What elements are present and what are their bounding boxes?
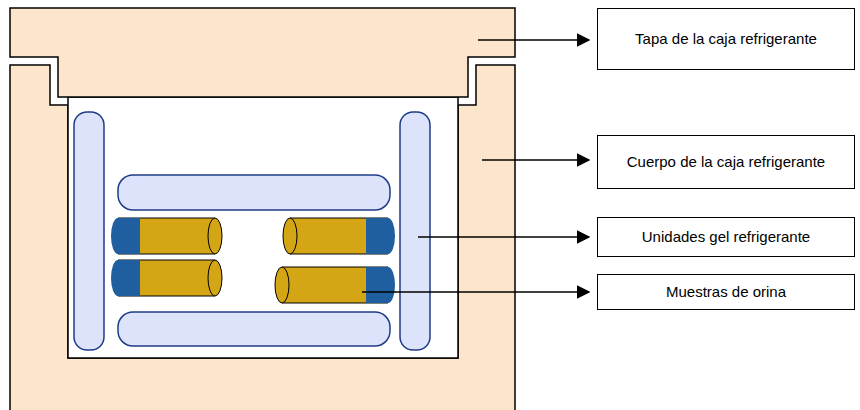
- gel-unit: [74, 112, 104, 350]
- label-box: Unidades gel refrigerante: [597, 217, 855, 257]
- gel-unit: [118, 312, 390, 346]
- tube-end: [208, 260, 222, 296]
- tube-end: [275, 267, 289, 303]
- tube-end: [283, 218, 297, 254]
- leader-lines: [362, 40, 589, 292]
- sample-tube: [283, 218, 395, 254]
- tube-cap: [111, 260, 140, 296]
- cooler-cavity: [68, 97, 458, 358]
- leader-line: [478, 39, 589, 41]
- gel-unit: [400, 112, 430, 350]
- sample-tube: [275, 267, 395, 303]
- leader-line: [482, 159, 589, 161]
- tube-cap: [366, 267, 395, 303]
- gel-units: [74, 112, 430, 350]
- label-box: Cuerpo de la caja refrigerante: [597, 135, 855, 189]
- tube-cap: [111, 218, 140, 254]
- cooler-lid: [10, 8, 515, 97]
- label-text: Muestras de orina: [660, 283, 792, 301]
- leader-line: [418, 236, 589, 238]
- gel-unit: [118, 175, 390, 210]
- label-text: Tapa de la caja refrigerante: [629, 30, 823, 48]
- tube-end: [208, 218, 222, 254]
- sample-tube: [111, 218, 222, 254]
- urine-samples: [111, 218, 395, 303]
- label-box: Tapa de la caja refrigerante: [597, 8, 855, 70]
- label-box: Muestras de orina: [597, 274, 855, 310]
- label-text: Unidades gel refrigerante: [636, 228, 816, 246]
- label-text: Cuerpo de la caja refrigerante: [621, 153, 831, 171]
- tube-cap: [366, 218, 395, 254]
- leader-line: [362, 291, 589, 293]
- sample-tube: [111, 260, 222, 296]
